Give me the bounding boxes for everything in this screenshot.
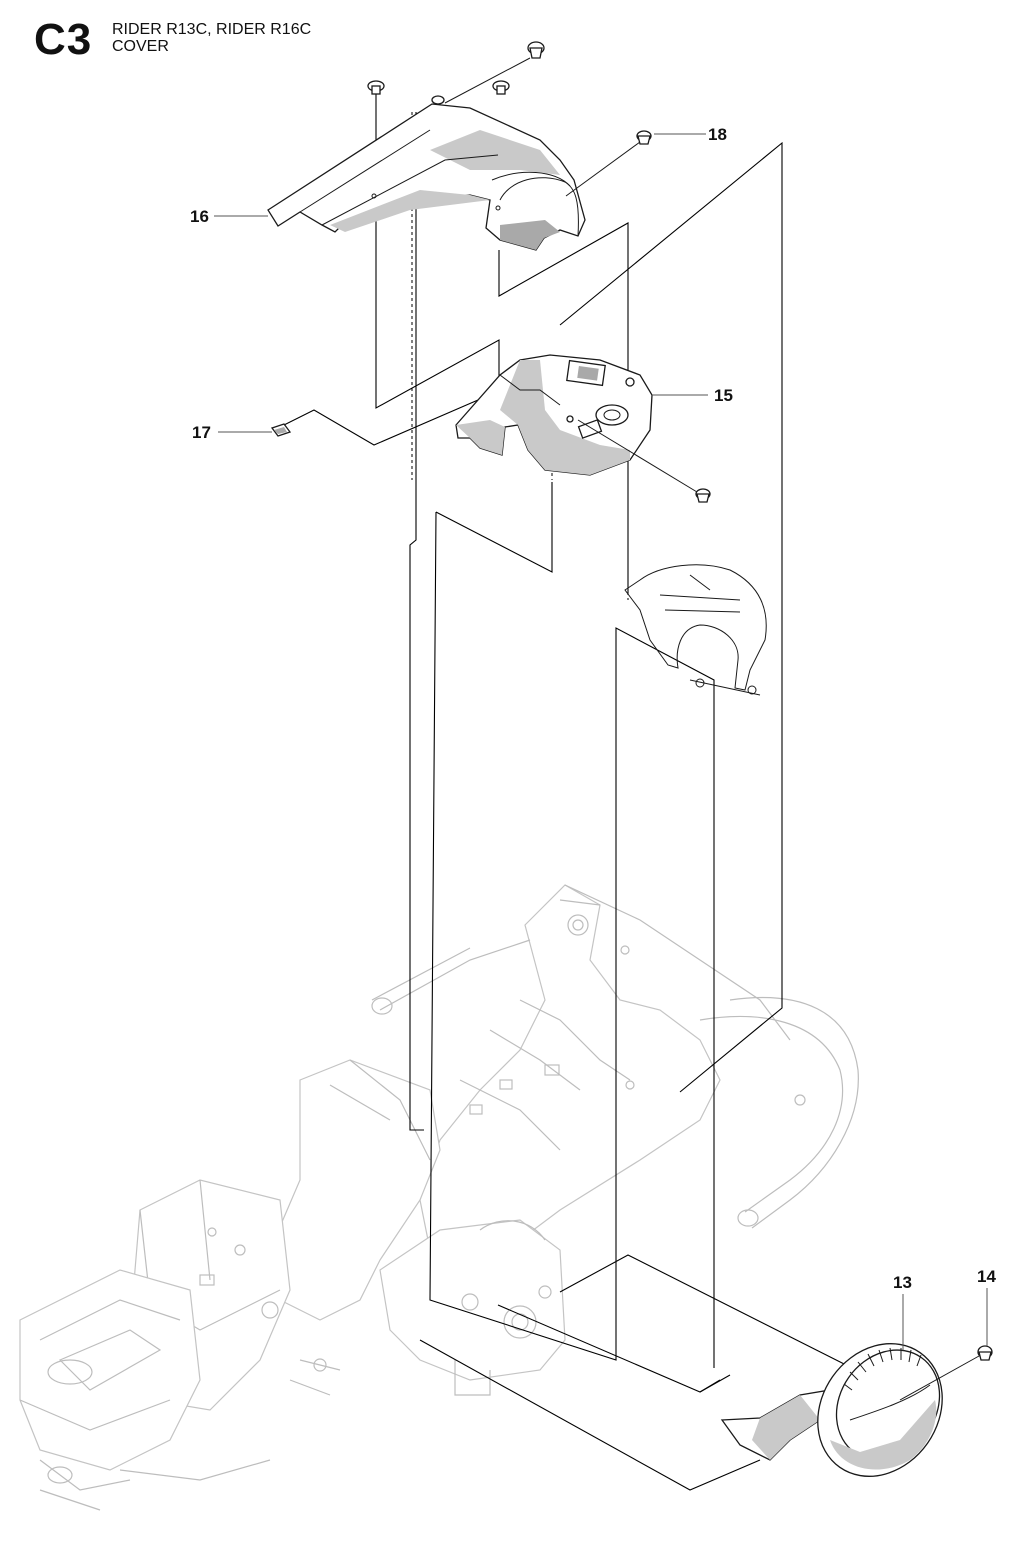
screw-icon <box>367 80 385 95</box>
part-upper-hood-cover <box>267 95 586 251</box>
section-title: COVER <box>112 38 169 55</box>
callout-18: 18 <box>708 125 727 144</box>
screw-icon <box>899 1345 993 1401</box>
part-steering-console-cover <box>455 354 653 476</box>
part-round-rear-cover <box>720 1343 943 1477</box>
callout-15: 15 <box>714 386 733 405</box>
chassis-frame-background <box>19 884 859 1511</box>
screw-icon <box>492 80 510 95</box>
callout-13: 13 <box>893 1273 912 1292</box>
callout-14: 14 <box>977 1267 996 1286</box>
model-title: RIDER R13C, RIDER R16C <box>112 21 312 38</box>
callout-16: 16 <box>190 207 209 226</box>
page-header: C3 RIDER R13C, RIDER R16C COVER <box>0 0 400 80</box>
callout-17: 17 <box>192 423 211 442</box>
callout-labels: 18 16 15 17 13 14 <box>190 125 996 1292</box>
assembly-lines <box>283 94 896 1491</box>
leader-lines <box>214 133 988 1350</box>
clip-nut-icon <box>270 423 292 437</box>
part-column-shield <box>624 564 767 696</box>
screw-icon <box>565 130 652 197</box>
screw-icon <box>577 419 711 503</box>
cover-vent-slots <box>843 1347 922 1391</box>
section-code: C3 <box>34 15 93 64</box>
fasteners <box>270 41 993 1401</box>
screw-icon <box>444 41 545 104</box>
